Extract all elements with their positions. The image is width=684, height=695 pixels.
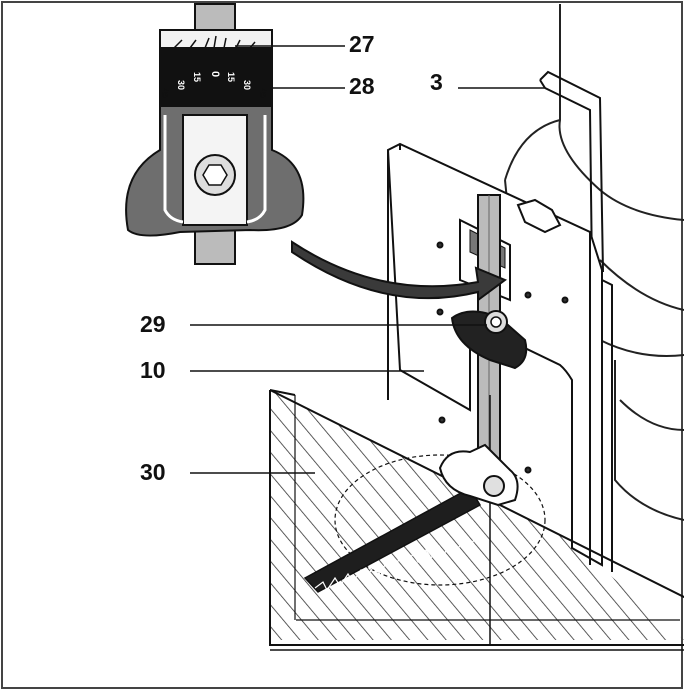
scale-mark-right-15: 15 [226,71,237,83]
leader-lines [190,45,545,474]
scale-mark-right-45: 45 [258,87,269,99]
callout-29: 29 [140,311,166,337]
blade-clamp [438,443,519,507]
scale-mark-zero: 0 [209,70,222,78]
callout-27: 27 [349,31,375,57]
scale-mark-right-30: 30 [242,79,253,91]
callout-10: 10 [140,357,166,383]
scale-mark-left-45: 45 [160,87,171,99]
scale-mark-left-30: 30 [176,79,187,91]
scale-mark-left-15: 15 [192,71,203,83]
callout-28: 28 [349,73,375,99]
motor-housing [504,4,684,521]
callout-30: 30 [140,459,166,485]
clamp-screw-29 [450,310,528,370]
saw-blade [303,486,482,593]
callout-3: 3 [430,69,443,95]
curved-arrow [291,240,508,302]
scale-inset [125,3,305,265]
lever-3 [539,70,604,273]
top-nut [516,198,562,234]
